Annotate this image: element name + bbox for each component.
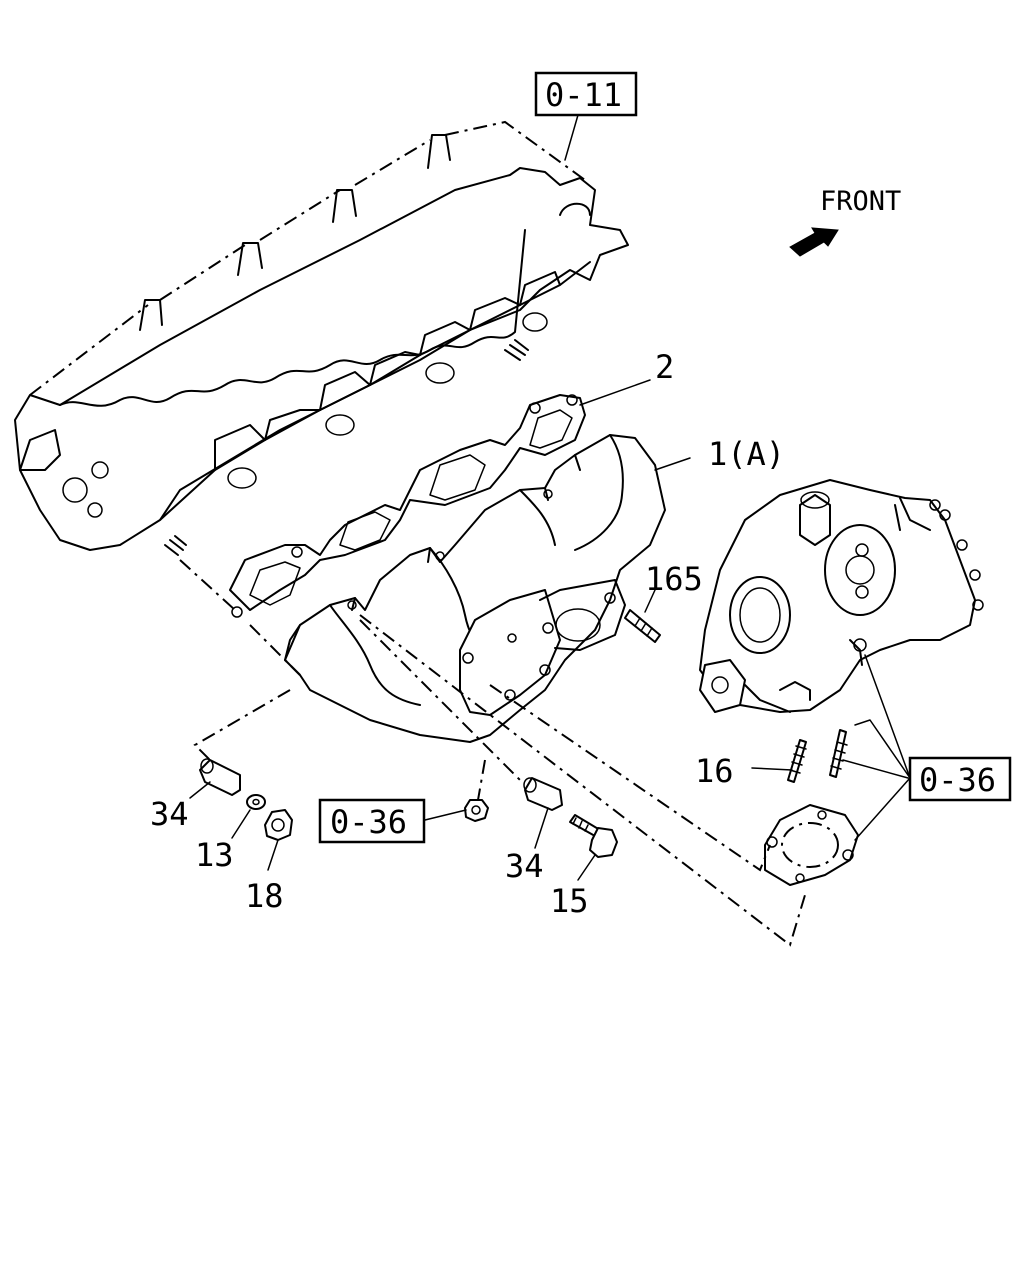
stud-165 <box>624 609 661 643</box>
ref-box-011[interactable]: 0-11 <box>534 71 638 117</box>
callout-16: 16 <box>695 752 734 790</box>
callout-1a: 1(A) <box>708 435 785 473</box>
callout-15: 15 <box>550 882 589 920</box>
exhaust-manifold-gasket <box>229 394 586 618</box>
ref-box-036-right[interactable]: 0-36 <box>908 756 1012 802</box>
callout-labels: 2 1(A) 165 16 34 13 18 34 15 <box>150 348 785 920</box>
callout-13: 13 <box>195 836 234 874</box>
small-parts <box>199 758 618 858</box>
phantom-lines <box>179 559 806 947</box>
callout-18: 18 <box>245 877 284 915</box>
callout-165: 165 <box>645 560 703 598</box>
ref-036-right-label: 0-36 <box>919 761 996 799</box>
turbocharger <box>699 479 984 713</box>
front-label: FRONT <box>820 186 901 217</box>
exhaust-manifold <box>284 434 666 743</box>
cylinder-head <box>14 120 629 556</box>
turbo-outlet-flange <box>764 804 859 886</box>
ref-036-left-label: 0-36 <box>330 803 407 841</box>
front-indicator: FRONT <box>789 186 901 257</box>
callout-34-left: 34 <box>150 795 189 833</box>
ref-box-036-left[interactable]: 0-36 <box>318 798 426 844</box>
callout-34-right: 34 <box>505 847 544 885</box>
ref-011-label: 0-11 <box>545 76 622 114</box>
callout-leaders <box>189 114 911 881</box>
callout-2: 2 <box>655 348 674 386</box>
front-arrow-icon <box>789 227 839 257</box>
turbo-studs <box>787 729 848 783</box>
